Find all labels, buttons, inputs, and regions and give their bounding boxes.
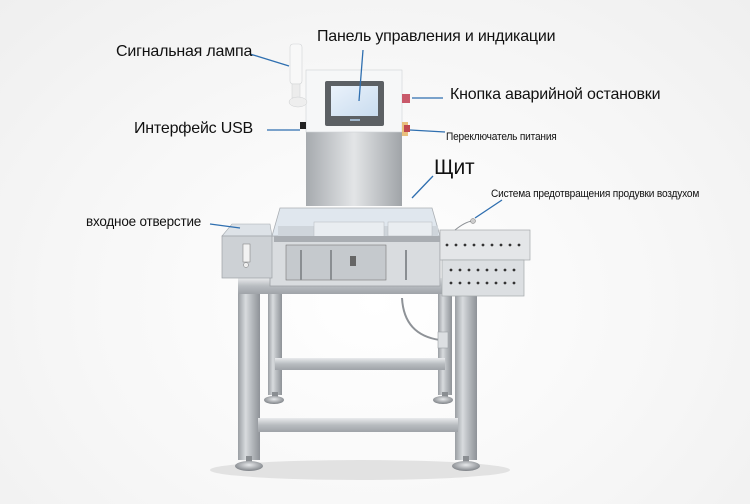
inlet-conveyor bbox=[221, 223, 273, 279]
label-emergency-stop: Кнопка аварийной остановки bbox=[450, 86, 661, 103]
control-column bbox=[300, 69, 410, 206]
label-inlet: входное отверстие bbox=[86, 214, 202, 229]
label-air-blow-system: Система предотвращения продувки воздухом bbox=[491, 188, 700, 200]
support-frame bbox=[235, 278, 480, 471]
label-power-switch: Переключатель питания bbox=[446, 131, 557, 143]
touchscreen bbox=[331, 86, 378, 116]
label-usb-interface: Интерфейс USB bbox=[134, 120, 254, 137]
reject-bin bbox=[439, 218, 531, 297]
label-control-panel: Панель управления и индикации bbox=[317, 28, 556, 45]
label-shield: Щит bbox=[434, 156, 475, 179]
signal-lamp bbox=[288, 43, 308, 108]
leader-lines bbox=[209, 49, 503, 229]
conveyor-body bbox=[269, 207, 441, 287]
label-signal-lamp: Сигнальная лампа bbox=[116, 43, 253, 60]
floor-shadow bbox=[210, 460, 510, 480]
